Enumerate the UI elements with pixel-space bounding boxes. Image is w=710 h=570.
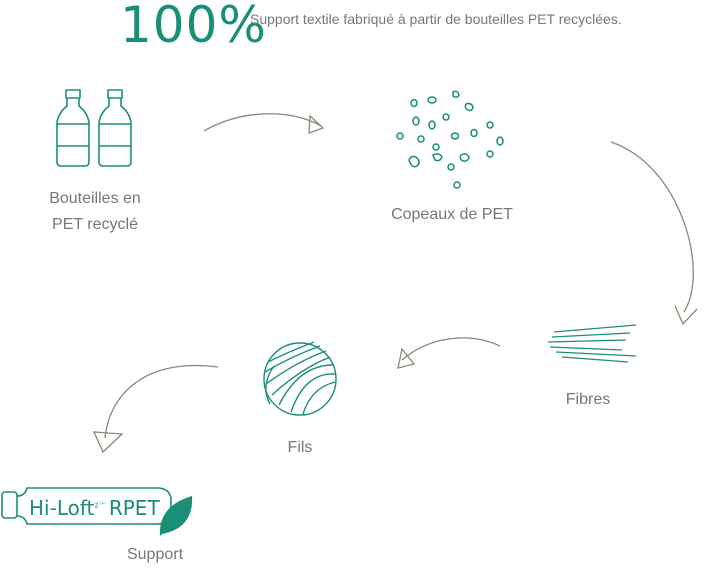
label-yarn: Fils (287, 439, 313, 456)
headline-text: Support textile fabriqué à partir de bou… (250, 11, 622, 27)
label-bottles: Bouteilles en PET recyclé (30, 186, 160, 238)
flow-arrows (92, 113, 698, 454)
logo-suffix: RPET (108, 496, 160, 520)
label-support: Support (126, 546, 184, 563)
flakes-icon (396, 90, 504, 189)
headline-percent: 100% (120, 0, 267, 54)
fibres-icon (547, 324, 637, 363)
arrowhead-1 (308, 114, 325, 134)
label-bottles-line2: PET recyclé (52, 216, 138, 233)
arrow-fibres-to-yarn (401, 337, 501, 361)
arrow-bottles-to-flakes (203, 113, 322, 132)
yarn-ball-icon (263, 341, 337, 416)
logo-superscript: 2™ (94, 501, 106, 510)
label-fibres: Fibres (565, 391, 611, 408)
logo-brand: Hi-Loft (29, 496, 95, 520)
arrow-flakes-to-fibres (610, 141, 694, 313)
arrowhead-3 (397, 347, 416, 369)
arrow-yarn-to-support (104, 364, 219, 439)
bottles-icon (56, 89, 132, 167)
label-bottles-line1: Bouteilles en (49, 190, 141, 207)
arrowhead-4 (92, 431, 124, 454)
hi-loft-bottle-logo (1, 487, 193, 536)
label-flakes: Copeaux de PET (391, 206, 513, 223)
arrowhead-2 (674, 305, 698, 326)
